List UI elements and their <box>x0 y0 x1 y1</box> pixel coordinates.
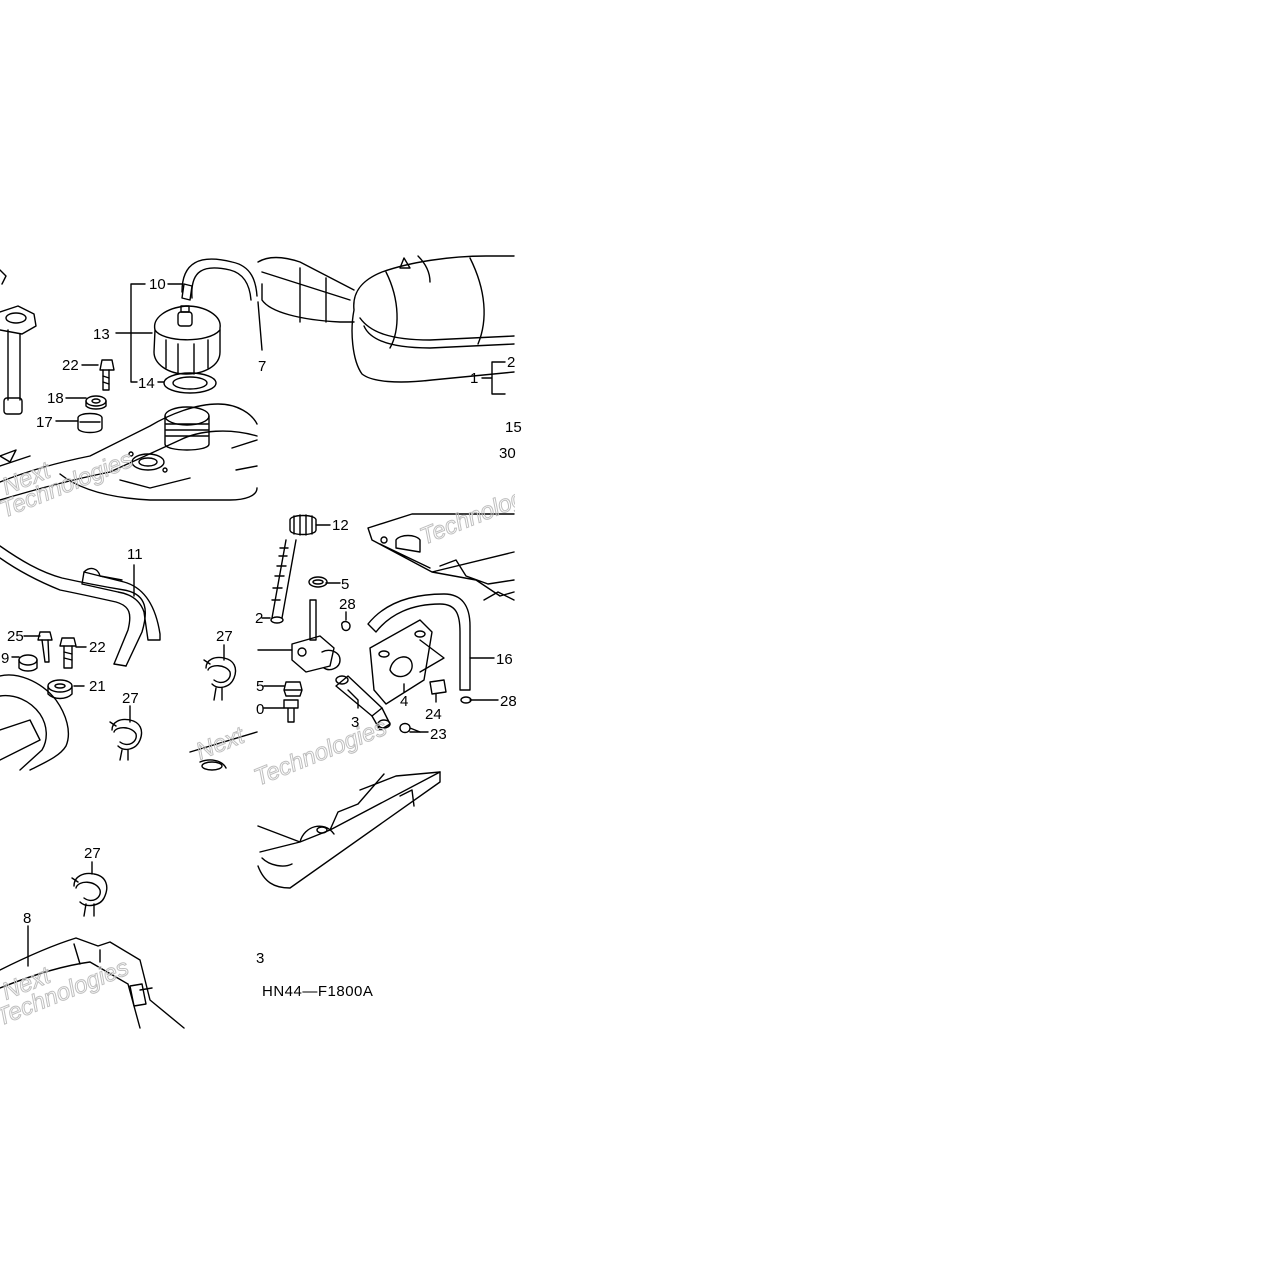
fuel-gauge-part <box>0 269 37 415</box>
vent-hose-part <box>367 593 471 691</box>
callout-4: 4 <box>400 693 408 710</box>
drawing-code: HN44—F1800A <box>262 983 373 1000</box>
frame-bracket-part <box>367 513 515 601</box>
seat-pan-part <box>257 256 355 323</box>
tile-seat <box>257 255 515 395</box>
callout-7: 7 <box>258 358 266 375</box>
hose-clamp-part <box>203 656 237 701</box>
hose-clamp-part <box>71 872 108 917</box>
callout-12: 12 <box>332 517 349 534</box>
callout-labels: 10 13 14 22 18 17 7 1 2 15 30 11 25 22 9… <box>1 276 522 1000</box>
long-hose-part <box>0 545 146 667</box>
callout-10: 10 <box>149 276 166 293</box>
tile-fuel-cap <box>0 258 258 501</box>
callout-20: 0 <box>256 701 264 718</box>
callout-25: 25 <box>7 628 24 645</box>
callout-3: 3 <box>351 714 359 731</box>
fuel-tank-side-part <box>0 674 70 771</box>
callout-5a: 5 <box>341 576 349 593</box>
callout-16: 16 <box>496 651 513 668</box>
callout-23: 23 <box>430 726 447 743</box>
callout-27a: 27 <box>216 628 233 645</box>
svg-text:Next: Next <box>192 722 249 766</box>
fuel-cap-part <box>153 305 221 375</box>
svg-text:Technologies: Technologies <box>250 714 390 792</box>
breather-hose-part <box>181 258 258 301</box>
callout-28a: 28 <box>339 596 356 613</box>
lower-cover-part <box>0 937 185 1029</box>
callout-24: 24 <box>425 706 442 723</box>
callout-11: 11 <box>127 546 143 563</box>
callout-27c: 27 <box>84 845 101 862</box>
callout-2b: 2 <box>255 610 263 627</box>
hose-clamp-part <box>109 718 143 761</box>
callout-17: 17 <box>36 414 53 431</box>
tile-lower-right <box>257 771 441 889</box>
seat-body-part <box>351 255 515 383</box>
hose-11-part <box>81 571 161 641</box>
callout-15: 15 <box>505 419 522 436</box>
callout-22b: 22 <box>89 639 106 656</box>
fuel-valve-part <box>257 599 341 673</box>
callout-21: 21 <box>89 678 106 695</box>
callout-8: 8 <box>23 910 31 927</box>
callout-28b: 28 <box>500 693 517 710</box>
tile-hoses <box>0 545 258 771</box>
callout-18: 18 <box>47 390 64 407</box>
bolt-part <box>99 359 115 391</box>
callout-30: 30 <box>499 445 516 462</box>
callout-14: 14 <box>138 375 155 392</box>
callout-13: 13 <box>93 326 110 343</box>
tile-petcock <box>257 513 515 734</box>
callout-27b: 27 <box>122 690 139 707</box>
callout-1: 1 <box>470 370 478 387</box>
fuel-hose-part <box>335 675 383 717</box>
guard-plate-part <box>257 771 441 889</box>
cap-gasket-part <box>163 372 217 394</box>
callout-22: 22 <box>62 357 79 374</box>
fuel-tank-top-part <box>0 403 258 501</box>
callout-2: 2 <box>507 354 515 371</box>
tile-lower-left <box>0 861 185 1029</box>
callout-3b: 3 <box>256 950 264 967</box>
callout-9: 9 <box>1 650 9 667</box>
callout-5b: 5 <box>256 678 264 695</box>
